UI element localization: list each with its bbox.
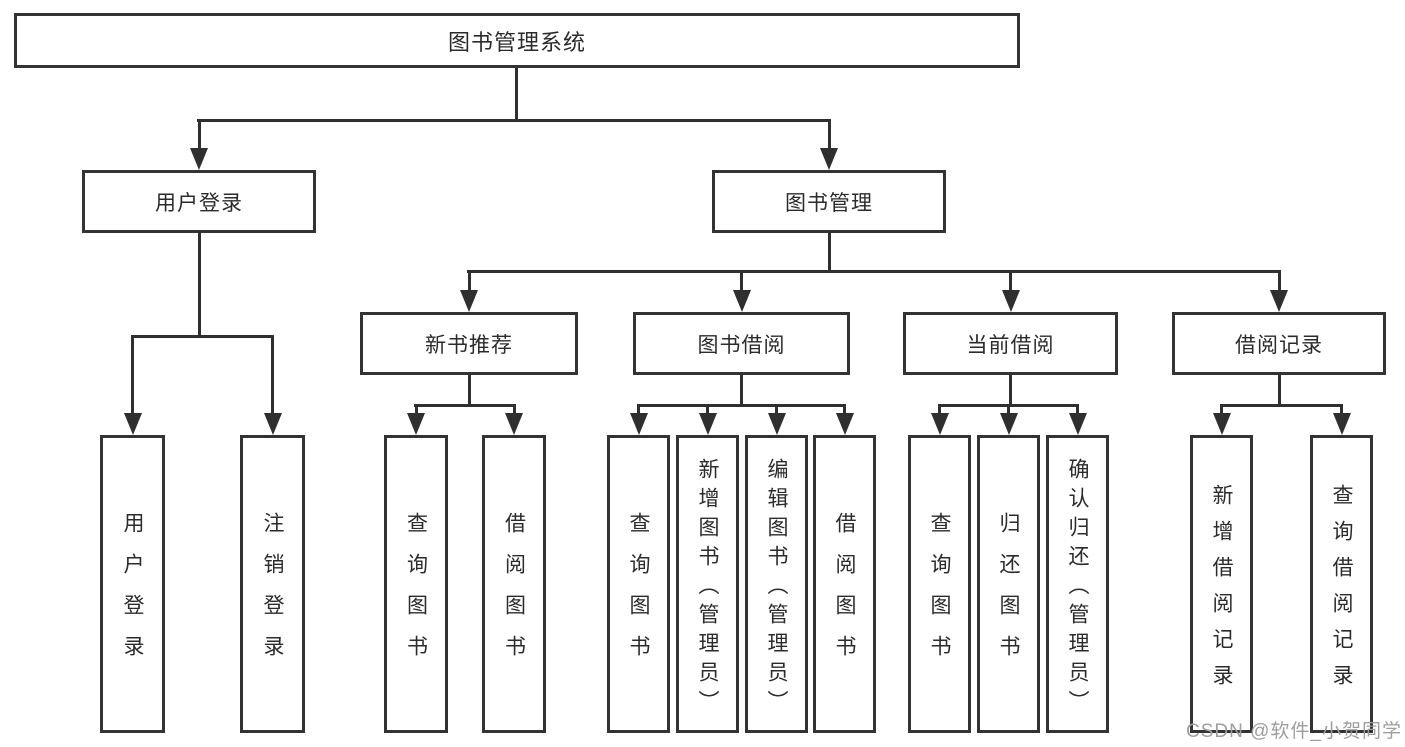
node-label: 查询图书 — [627, 512, 650, 676]
node-label: 查询图书 — [928, 512, 951, 676]
connector-vline — [775, 404, 778, 414]
connector-vline — [131, 335, 134, 414]
connector-vline — [1278, 375, 1281, 406]
connector-vline — [1009, 375, 1012, 406]
leaf-logout: 注销登录 — [240, 435, 305, 733]
leaf-query-books-current: 查询图书 — [908, 435, 971, 733]
connector-vline — [515, 68, 518, 121]
connector-vline — [828, 119, 831, 150]
leaf-edit-book-admin: 编辑图书（管理员） — [745, 435, 808, 733]
connector-vline — [1076, 404, 1079, 414]
arrowhead-down-icon — [505, 413, 523, 435]
connector-hline — [637, 404, 846, 407]
leaf-borrow-books-borrowing: 借阅图书 — [813, 435, 876, 733]
connector-hline — [467, 270, 1281, 273]
leaf-borrow-books-newbook: 借阅图书 — [482, 435, 546, 733]
leaf-add-book-admin: 新增图书（管理员） — [676, 435, 739, 733]
arrowhead-down-icon — [407, 413, 425, 435]
arrowhead-down-icon — [124, 413, 142, 435]
node-label: 查询借阅记录 — [1330, 483, 1353, 700]
arrowhead-down-icon — [733, 290, 751, 312]
arrowhead-down-icon — [1000, 413, 1018, 435]
arrowhead-down-icon — [1069, 413, 1087, 435]
arrowhead-down-icon — [1213, 413, 1231, 435]
connector-vline — [1340, 404, 1343, 414]
connector-vline — [513, 404, 516, 414]
node-book-borrowing: 图书借阅 — [633, 312, 850, 375]
leaf-add-borrow-record: 新增借阅记录 — [1190, 435, 1253, 733]
node-label: 归还图书 — [997, 512, 1020, 676]
arrowhead-down-icon — [699, 413, 717, 435]
node-label: 借阅图书 — [502, 512, 526, 676]
leaf-query-borrow-record: 查询借阅记录 — [1310, 435, 1373, 733]
connector-vline — [843, 404, 846, 414]
connector-vline — [740, 270, 743, 291]
leaf-query-books-newbook: 查询图书 — [384, 435, 448, 733]
connector-vline — [1220, 404, 1223, 414]
arrowhead-down-icon — [1333, 413, 1351, 435]
leaf-query-books-borrowing: 查询图书 — [607, 435, 670, 733]
node-label: 编辑图书（管理员） — [765, 457, 788, 719]
arrowhead-down-icon — [931, 413, 949, 435]
connector-vline — [415, 404, 418, 414]
connector-vline — [706, 404, 709, 414]
connector-vline — [740, 375, 743, 406]
connector-vline — [637, 404, 640, 414]
node-label: 用户登录 — [155, 191, 243, 215]
connector-hline — [131, 335, 274, 338]
csdn-watermark: CSDN @软件_小贺同学 — [1186, 721, 1402, 742]
connector-vline — [468, 375, 471, 406]
node-borrow-records: 借阅记录 — [1172, 312, 1386, 375]
connector-vline — [938, 404, 941, 414]
connector-vline — [1007, 404, 1010, 414]
leaf-user-login: 用户登录 — [100, 435, 165, 733]
node-current-borrowing: 当前借阅 — [903, 312, 1118, 375]
node-label: 注销登录 — [261, 512, 284, 676]
leaf-return-book: 归还图书 — [977, 435, 1040, 733]
arrowhead-down-icon — [768, 413, 786, 435]
node-book-management: 图书管理 — [712, 170, 946, 233]
node-label: 当前借阅 — [966, 333, 1055, 357]
node-label: 图书借阅 — [697, 333, 786, 357]
connector-hline — [414, 404, 516, 407]
node-label: 图书管理系统 — [447, 29, 586, 55]
connector-vline — [198, 233, 201, 337]
leaf-confirm-return-admin: 确认归还（管理员） — [1046, 435, 1109, 733]
node-label: 新书推荐 — [425, 333, 513, 357]
connector-vline — [198, 119, 201, 150]
connector-hline — [1220, 404, 1343, 407]
node-label: 用户登录 — [121, 512, 144, 676]
arrowhead-down-icon — [1270, 290, 1288, 312]
node-label: 新增借阅记录 — [1210, 483, 1233, 700]
connector-vline — [828, 233, 831, 272]
connector-vline — [271, 335, 274, 414]
arrowhead-down-icon — [836, 413, 854, 435]
arrowhead-down-icon — [1002, 290, 1020, 312]
connector-vline — [1009, 270, 1012, 291]
connector-hline — [197, 119, 831, 122]
arrowhead-down-icon — [264, 413, 282, 435]
arrowhead-down-icon — [190, 148, 208, 170]
connector-vline — [468, 270, 471, 291]
node-label: 查询图书 — [404, 512, 428, 676]
node-label: 图书管理 — [785, 191, 873, 215]
node-user-login: 用户登录 — [82, 170, 316, 233]
connector-vline — [1278, 270, 1281, 291]
node-library-management-system: 图书管理系统 — [14, 13, 1020, 68]
arrowhead-down-icon — [460, 290, 478, 312]
arrowhead-down-icon — [630, 413, 648, 435]
node-label: 借阅图书 — [833, 512, 856, 676]
node-label: 借阅记录 — [1235, 333, 1323, 357]
node-label: 确认归还（管理员） — [1066, 457, 1089, 719]
node-label: 新增图书（管理员） — [696, 457, 719, 719]
arrowhead-down-icon — [820, 148, 838, 170]
node-new-book-recommend: 新书推荐 — [360, 312, 578, 375]
